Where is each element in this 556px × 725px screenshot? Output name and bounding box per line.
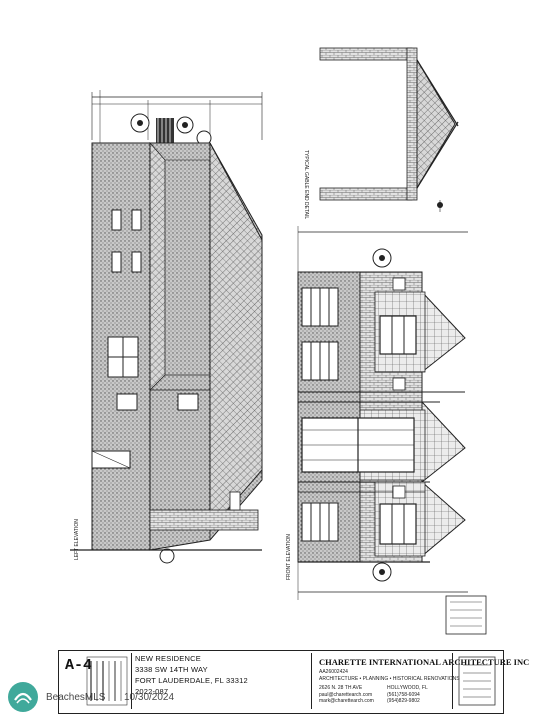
revision-stamp	[445, 595, 487, 635]
sheet-number: A-4	[65, 657, 93, 674]
mls-watermark: BeachesMLS 10/30/2024	[4, 680, 244, 716]
seal-graphic	[458, 656, 496, 706]
svg-text:FRONT ELEVATION: FRONT ELEVATION	[286, 534, 292, 580]
firm-city: HOLLYWOOD, FL	[387, 685, 428, 691]
project-number: 2022-087	[135, 687, 169, 696]
gable-end-detail: TYPICAL GABLE END DETAIL	[303, 47, 459, 219]
front-elevation: FRONT ELEVATION	[286, 226, 468, 600]
firm-email-1: paul@charettearch.com	[319, 692, 373, 698]
mls-logo-icon	[8, 682, 38, 712]
title-block: A-4 NEW RESIDENCE 3338 SW 14TH WAY FORT …	[58, 650, 529, 714]
project-info: NEW RESIDENCE 3338 SW 14TH WAY FORT LAUD…	[135, 653, 312, 709]
svg-text:TYPICAL GABLE END DETAIL: TYPICAL GABLE END DETAIL	[303, 150, 309, 219]
sheet-index-graphic	[86, 656, 128, 706]
project-street: 3338 SW 14TH WAY	[135, 665, 208, 674]
firm-name: CHARETTE INTERNATIONAL ARCHITECTURE INC	[319, 657, 530, 667]
firm-address: 2626 N. 28 TH AVE	[319, 685, 363, 691]
firm-license: AA26002424	[319, 669, 348, 675]
architect-seal-cell	[452, 653, 501, 709]
project-city: FORT LAUDERDALE, FL 33312	[135, 676, 248, 685]
firm-info: CHARETTE INTERNATIONAL ARCHITECTURE INC …	[315, 653, 529, 709]
sheet-number-cell: A-4	[61, 653, 132, 709]
firm-phone-2: (954)829-9802	[387, 698, 420, 704]
firm-phone-1: (561)758-6094	[387, 692, 420, 698]
mls-brand: BeachesMLS	[46, 692, 106, 703]
svg-text:LEFT ELEVATION: LEFT ELEVATION	[74, 519, 80, 560]
mls-date: 10/30/2024	[124, 692, 175, 703]
firm-services: ARCHITECTURE • PLANNING • HISTORICAL REN…	[319, 676, 460, 682]
left-side-elevation: LEFT ELEVATION	[70, 90, 263, 564]
firm-email-2: mark@charettearch.com	[319, 698, 374, 704]
project-name: NEW RESIDENCE	[135, 654, 201, 663]
